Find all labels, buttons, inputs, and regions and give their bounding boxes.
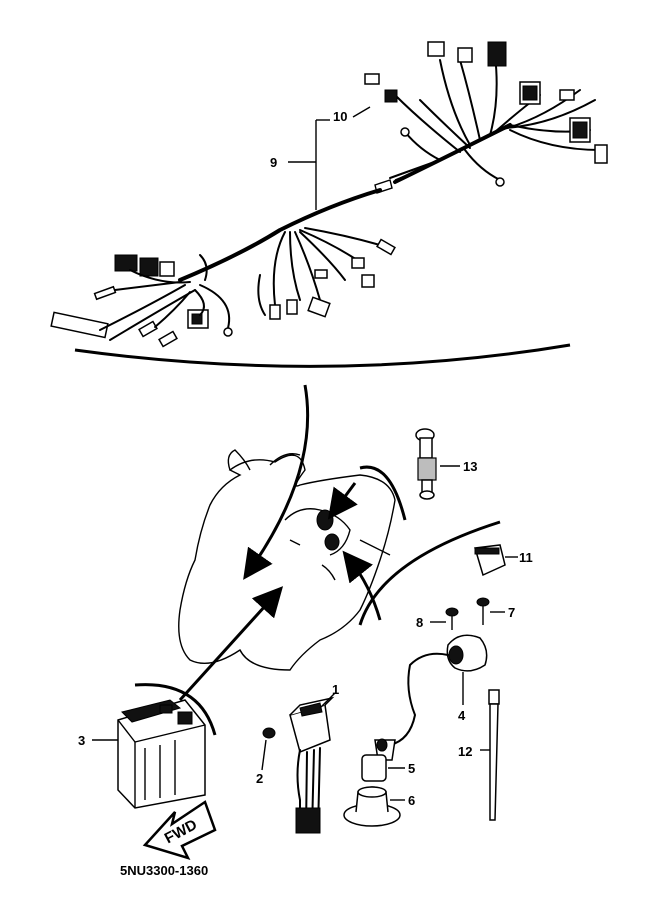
part-6-cover: 6: [343, 786, 415, 827]
callout-1-label: 1: [332, 682, 339, 697]
fwd-arrow: FWD: [142, 800, 217, 861]
callout-4-label: 4: [458, 708, 466, 723]
callout-10-label: 10: [333, 109, 347, 124]
callout-6-label: 6: [408, 793, 415, 808]
part-13-switch: 13: [415, 428, 477, 500]
callout-9: 9: [270, 119, 330, 210]
part-7-screw: 7: [476, 597, 515, 625]
arrow-battery: [178, 586, 284, 702]
section-divider-top: [74, 343, 571, 368]
callout-9-label: 9: [270, 155, 277, 170]
callout-7-label: 7: [508, 605, 515, 620]
part-1-cdi-unit: 1: [289, 682, 339, 834]
callout-13-label: 13: [463, 459, 477, 474]
section-divider-right-upper: [359, 465, 407, 521]
section-divider-right-lower: [358, 520, 501, 626]
part-11-relay: 11: [474, 544, 533, 577]
arrow-harness: [243, 384, 310, 580]
part-8-screw: 8: [416, 607, 459, 630]
part-4-ignition-coil: 4: [389, 634, 488, 746]
callout-3-label: 3: [78, 733, 85, 748]
callout-10: 10: [333, 106, 371, 124]
part-12-cable-tie: 12: [458, 689, 500, 821]
wire-harness: [50, 41, 608, 348]
arrow-coil: [342, 550, 382, 621]
arrow-relay: [327, 482, 358, 520]
callout-12-label: 12: [458, 744, 472, 759]
callout-8-label: 8: [416, 615, 423, 630]
section-divider-battery: [134, 683, 217, 736]
part-5-plug-cap: 5: [361, 738, 415, 782]
callout-11-label: 11: [519, 550, 533, 565]
part-code: 5NU3300-1360: [120, 863, 208, 878]
part-2-screw: 2: [256, 727, 276, 786]
part-3-battery: 3: [78, 699, 206, 809]
motorcycle-outline: [178, 449, 396, 671]
callout-5-label: 5: [408, 761, 415, 776]
callout-2-label: 2: [256, 771, 263, 786]
